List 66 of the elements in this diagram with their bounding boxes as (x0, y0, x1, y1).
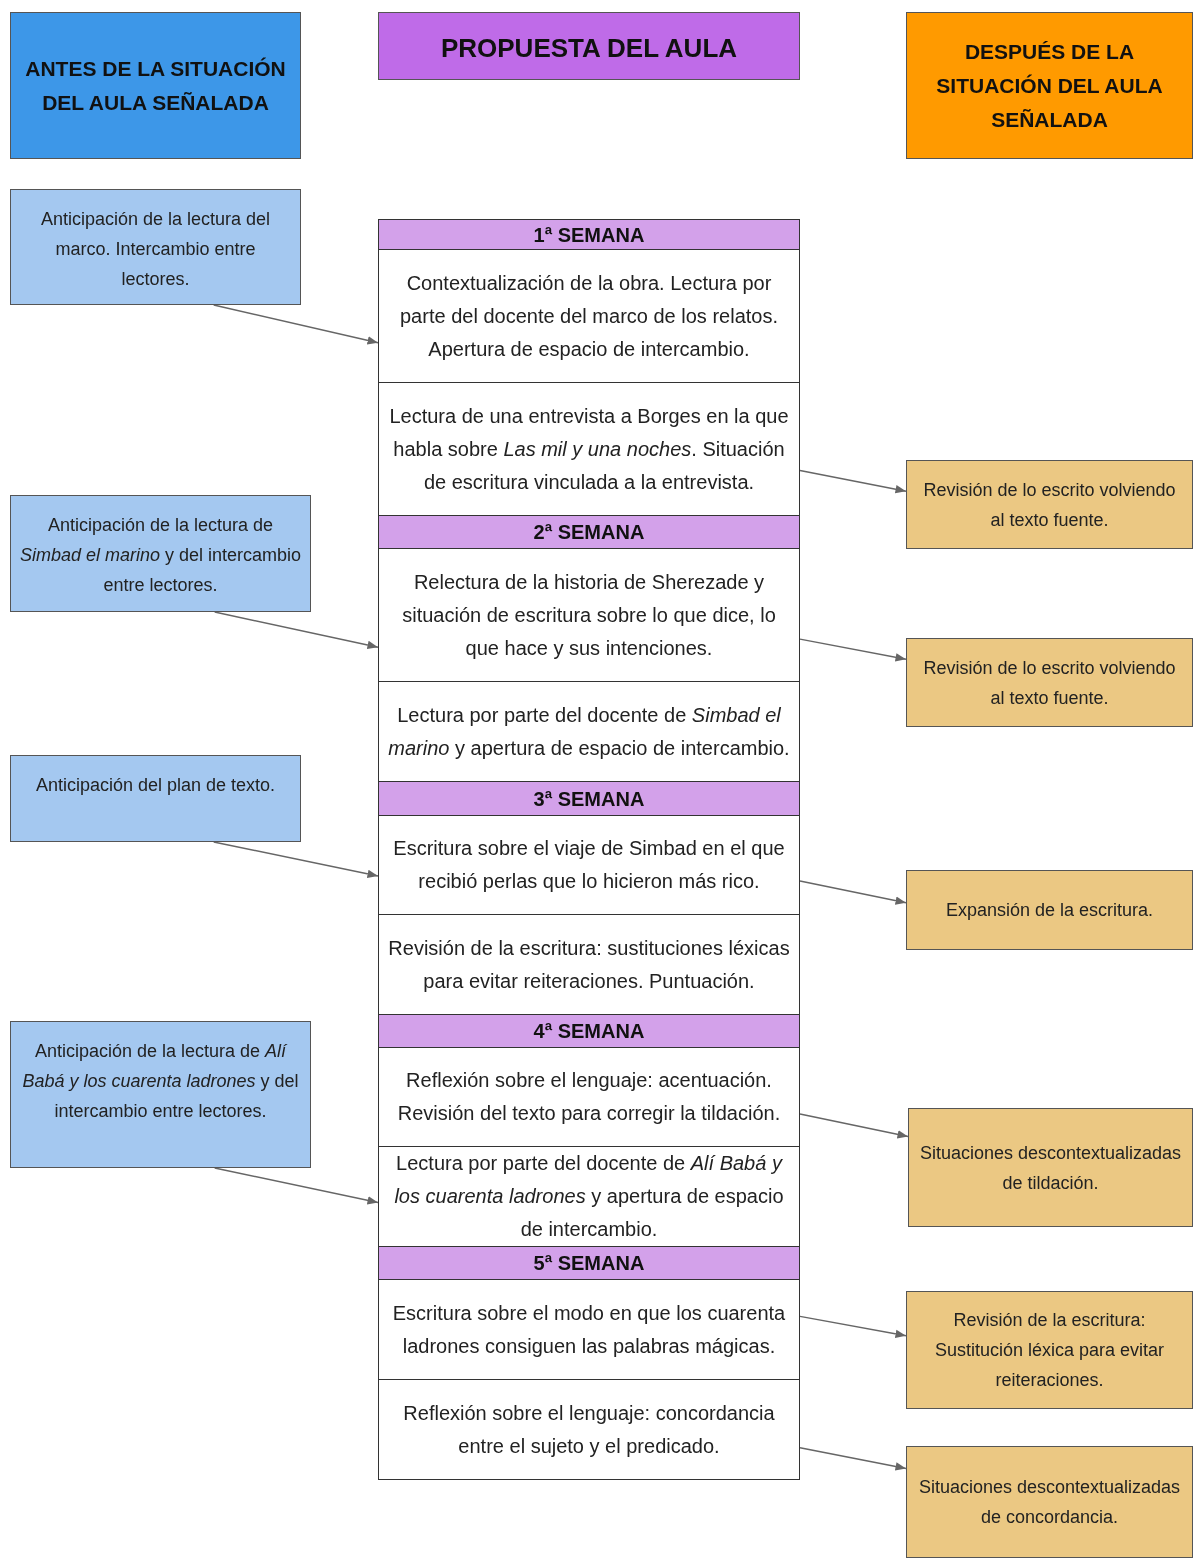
activity-box (10, 495, 311, 612)
activity-text: Anticipación de la lectura de Alí Babá y los cuarenta ladrones y del intercambio entre lectores. (21, 1040, 300, 1123)
week-header (378, 781, 800, 816)
header-text: ANTES DE LA SITUACIÓN DEL AULA SEÑALADA (24, 55, 287, 116)
activity-box (10, 755, 301, 842)
table-cell (378, 548, 800, 682)
activity-text: Reflexión sobre el lenguaje: concordancia entre el sujeto y el predicado. (402, 1400, 776, 1459)
activity-text: Revisión de lo escrito volviendo al texto fuente. (922, 656, 1177, 710)
table-cell (378, 1146, 800, 1247)
activity-text: Situaciones descontextualizadas de concordancia. (917, 1476, 1182, 1529)
arrow (799, 880, 907, 905)
column-header (10, 12, 301, 159)
activity-box (906, 460, 1193, 549)
header-text: 1ª SEMANA (533, 222, 645, 248)
activity-text: Lectura de una entrevista a Borges en la que habla sobre Las mil y una noches. Situación de escritura vinculada a la entrevista. (388, 403, 790, 495)
activity-box (10, 189, 301, 305)
arrow (799, 1446, 907, 1471)
arrow (213, 1167, 379, 1205)
activity-text: Anticipación del plan de texto. (35, 774, 276, 797)
week-header (378, 1014, 800, 1048)
activity-text: Revisión de la escritura: Sustitución léxica para evitar reiteraciones. (933, 1309, 1166, 1392)
activity-box (906, 638, 1193, 727)
table-cell (378, 681, 800, 782)
header-text: 3ª SEMANA (533, 786, 645, 812)
activity-box (906, 1291, 1193, 1409)
activity-box (10, 1021, 311, 1168)
week-header (378, 515, 800, 549)
arrow (213, 611, 379, 650)
activity-box (906, 870, 1193, 950)
column-header (906, 12, 1193, 159)
header-text: DESPUÉS DE LA SITUACIÓN DEL AULA SEÑALADA (935, 38, 1164, 133)
week-header (378, 219, 800, 250)
activity-text: Contextualización de la obra. Lectura por parte del docente del marco de los relatos. Apertura de espacio de intercambio. (399, 270, 779, 362)
activity-text: Revisión de lo escrito volviendo al texto fuente. (922, 478, 1177, 532)
arrow (212, 304, 379, 345)
header-text: 2ª SEMANA (533, 520, 645, 545)
activity-text: Reflexión sobre el lenguaje: acentuación. Revisión del texto para corregir la tildación. (396, 1068, 782, 1126)
activity-text: Anticipación de la lectura del marco. Intercambio entre lectores. (39, 208, 272, 291)
activity-text: Relectura de la historia de Sherezade y situación de escritura sobre lo que dice, lo que hace y sus intenciones. (401, 569, 777, 661)
activity-box (908, 1108, 1193, 1227)
table-cell (378, 1379, 800, 1480)
activity-text: Escritura sobre el viaje de Simbad en el que recibió perlas que lo hicieron más rico. (392, 836, 786, 894)
table-cell (378, 914, 800, 1015)
arrow (799, 1315, 907, 1339)
header-text: 5ª SEMANA (533, 1251, 645, 1276)
header-text: PROPUESTA DEL AULA (440, 32, 738, 65)
table-cell (378, 1047, 800, 1147)
week-header (378, 1246, 800, 1280)
arrow (799, 638, 907, 662)
activity-text: Expansión de la escritura. (945, 899, 1154, 922)
activity-text: Anticipación de la lectura de Simbad el marino y del intercambio entre lectores. (19, 514, 302, 597)
activity-box (906, 1446, 1193, 1558)
activity-text: Escritura sobre el modo en que los cuarenta ladrones consiguen las palabras mágicas. (391, 1300, 787, 1359)
arrow (212, 841, 379, 878)
header-text: 4ª SEMANA (533, 1019, 645, 1044)
table-cell (378, 1279, 800, 1380)
activity-text: Situaciones descontextualizadas de tildación. (918, 1141, 1183, 1195)
activity-text: Lectura por parte del docente de Simbad el marino y apertura de espacio de intercambio. (387, 702, 791, 761)
table-cell (378, 249, 800, 383)
activity-text: Lectura por parte del docente de Alí Babá y los cuarenta ladrones y apertura de espacio de intercambio. (393, 1151, 785, 1242)
activity-text: Revisión de la escritura: sustituciones léxicas para evitar reiteraciones. Puntuación. (387, 935, 791, 994)
arrow (799, 1113, 909, 1139)
column-header (378, 12, 800, 80)
table-cell (378, 815, 800, 915)
arrow (799, 469, 907, 494)
table-cell (378, 382, 800, 516)
